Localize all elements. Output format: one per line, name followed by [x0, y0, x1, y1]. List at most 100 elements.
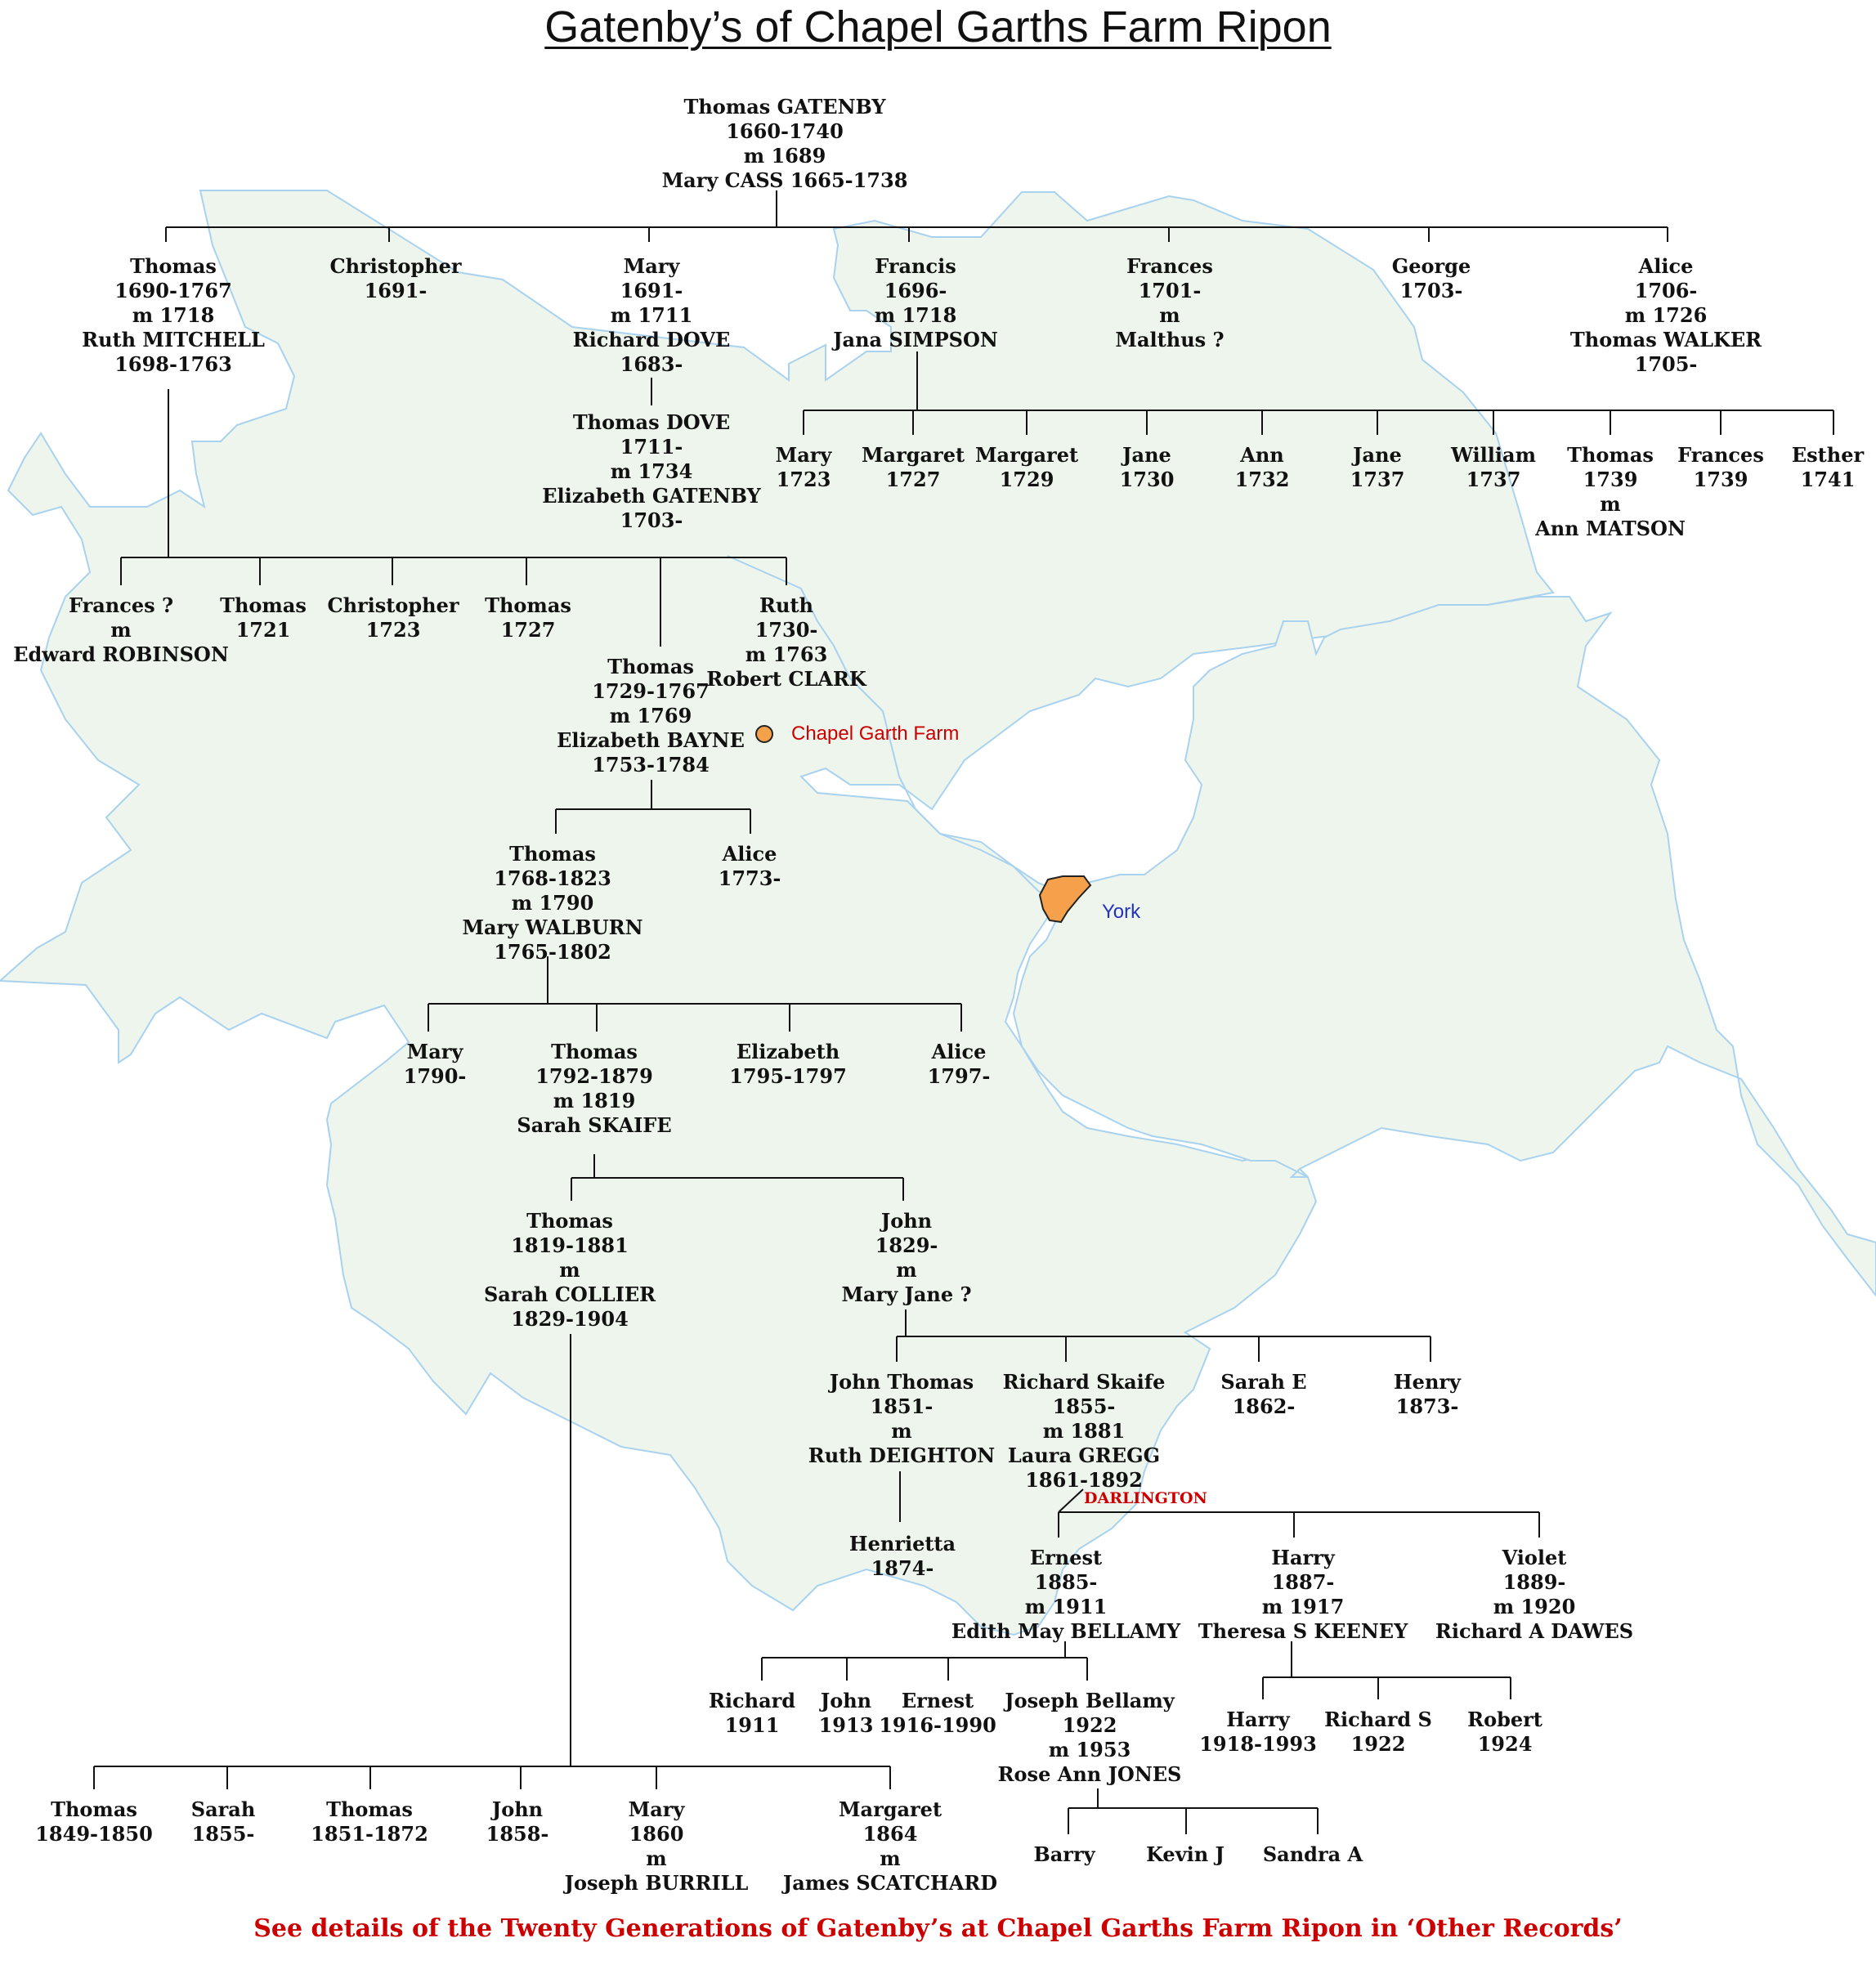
person-text-line: 1703- [1399, 279, 1463, 302]
person-text-line: Thomas [51, 1797, 137, 1821]
person-text-line: 1730 [1119, 468, 1175, 491]
person-text-line: Frances [1126, 254, 1213, 278]
person-text-line: 1730- [754, 618, 818, 642]
person-text-line: 1773- [718, 866, 781, 890]
person-text-line: 1792-1879 [535, 1064, 653, 1088]
person-text-line: 1701- [1138, 279, 1202, 302]
person-text-line: George [1391, 254, 1471, 278]
person-text-line: John [820, 1689, 872, 1712]
person-text-line: 1873- [1395, 1394, 1459, 1418]
person-text-line: 1721 [235, 618, 291, 642]
person-text-line: Henrietta [848, 1532, 956, 1556]
person-text-line: Richard [708, 1689, 796, 1712]
person-text-line: 1723 [776, 468, 831, 491]
person-text-line: 1741 [1800, 468, 1856, 491]
person-text-line: 1874- [871, 1556, 934, 1580]
person-text-line: Thomas [220, 593, 307, 617]
footer-note: See details of the Twenty Generations of… [253, 1914, 1623, 1943]
person-text-line: Thomas [607, 655, 694, 678]
person-text-line: Harry [1226, 1708, 1290, 1731]
person-text-line: 1855- [191, 1822, 255, 1846]
person-text-line: Elizabeth [736, 1040, 840, 1063]
person-text-line: Barry [1033, 1842, 1095, 1866]
person-text-line: Jana SIMPSON [833, 328, 998, 351]
person-text-line: 1729-1767 [592, 679, 710, 703]
person-text-line: Christopher [329, 254, 462, 278]
person-text-line: Edward ROBINSON [13, 642, 229, 666]
york-label: York [1102, 901, 1141, 923]
person-text-line: Ernest [901, 1689, 974, 1712]
person-text-line: Mary WALBURN [462, 915, 643, 939]
person-text-line: Violet [1502, 1546, 1567, 1569]
person-text-line: Harry [1271, 1546, 1335, 1569]
person-text-line: m [646, 1846, 667, 1870]
map-region-east [1012, 596, 1876, 1297]
person-text-line: 1851-1872 [311, 1822, 428, 1846]
chapel-garth-farm-marker [755, 725, 773, 743]
person-text-line: Mary [628, 1797, 685, 1821]
person-text-line: 1739 [1583, 468, 1638, 491]
person-text-line: m 1917 [1261, 1595, 1345, 1618]
person-text-line: Henry [1394, 1370, 1461, 1394]
person-text-line: 1860 [629, 1822, 684, 1846]
person-text-line: Elizabeth GATENBY [542, 484, 761, 508]
person-text-line: Mary CASS 1665-1738 [661, 168, 908, 192]
person-text-line: 1819-1881 [511, 1233, 629, 1257]
person-text-line: Thomas WALKER [1569, 328, 1762, 351]
person-text-line: 1691- [620, 279, 683, 302]
person-text-line: m 1711 [610, 303, 693, 327]
person-text-line: Malthus ? [1115, 328, 1225, 351]
person-text-line: Jane [1122, 443, 1171, 467]
person-text-line: Alice [931, 1040, 987, 1063]
person-text-line: m 1769 [609, 704, 692, 727]
person-text-line: 1797- [927, 1064, 991, 1088]
person-text-line: John [491, 1797, 544, 1821]
person-text-line: Richard DOVE [572, 328, 731, 351]
person-text-line: 1922 [1350, 1732, 1406, 1756]
person-text-line: Ann MATSON [1535, 517, 1686, 540]
person-text-line: m [891, 1419, 912, 1443]
person-text-line: Richard A DAWES [1435, 1619, 1634, 1643]
person-text-line: Mary [623, 254, 680, 278]
person-text-line: John [880, 1209, 933, 1233]
person-text-line: m 1881 [1042, 1419, 1126, 1443]
person-text-line: Ruth [759, 593, 813, 617]
person-text-line: Margaret [838, 1797, 942, 1821]
person-text-line: 1729 [999, 468, 1054, 491]
person-text-line: Thomas DOVE [572, 410, 731, 434]
person-text-line: Joseph BURRILL [564, 1871, 749, 1895]
person-text-line: 1924 [1477, 1732, 1533, 1756]
person-text-line: 1855- [1052, 1394, 1116, 1418]
person-text-line: Francis [875, 254, 956, 278]
person-text-line: Mary Jane ? [841, 1282, 972, 1306]
person-text-line: Frances [1677, 443, 1764, 467]
person-text-line: Esther [1791, 443, 1865, 467]
person-text-line: 1691- [364, 279, 428, 302]
person-text-line: m [559, 1258, 580, 1282]
page-title: Gatenby’s of Chapel Garths Farm Ripon [544, 2, 1332, 51]
person-text-line: Ann [1240, 443, 1284, 467]
person-text-line: Rose Ann JONES [997, 1762, 1182, 1786]
person-text-line: 1795-1797 [729, 1064, 847, 1088]
person-text-line: William [1451, 443, 1536, 467]
